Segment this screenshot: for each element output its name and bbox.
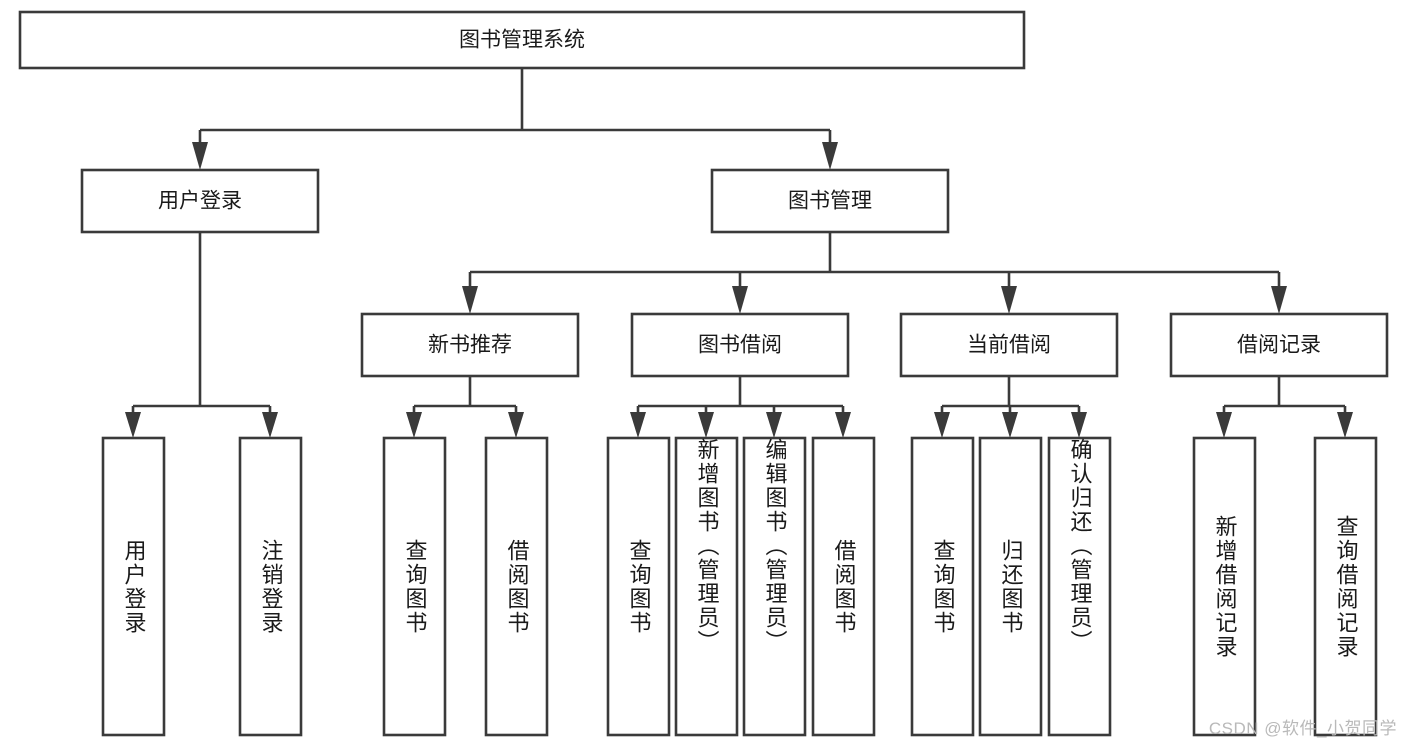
node-box: [1169, 312, 1389, 378]
arrow-head-icon: [125, 412, 141, 438]
arrow-head-icon: [732, 286, 748, 314]
leaf-box[interactable]: [1192, 436, 1257, 737]
leaf-box[interactable]: [606, 436, 671, 737]
leaf-box[interactable]: [742, 436, 807, 737]
node-borrow-record[interactable]: 借阅记录: [1169, 312, 1389, 378]
leaf-box[interactable]: [1047, 436, 1112, 737]
arrow-head-icon: [1071, 412, 1087, 438]
arrow-head-icon: [508, 412, 524, 438]
leaf-box[interactable]: [101, 436, 166, 737]
leaf-box[interactable]: [382, 436, 447, 737]
node-book-borrow[interactable]: 图书借阅: [630, 312, 850, 378]
leaf-box[interactable]: [978, 436, 1043, 737]
connector-borrow-record-to-leaves: [1216, 376, 1353, 438]
watermark: CSDN @软件_小贺同学: [1208, 719, 1397, 738]
node-label: 新书推荐: [428, 334, 512, 357]
arrow-head-icon: [406, 412, 422, 438]
arrow-head-icon: [835, 412, 851, 438]
node-book-management[interactable]: 图书管理: [710, 168, 950, 234]
arrow-head-icon: [698, 412, 714, 438]
arrow-head-icon: [630, 412, 646, 438]
arrow-head-icon: [192, 142, 208, 170]
arrow-head-icon: [262, 412, 278, 438]
arrow-head-icon: [1271, 286, 1287, 314]
node-label: 当前借阅: [967, 334, 1051, 357]
arrow-head-icon: [934, 412, 950, 438]
node-user-login[interactable]: 用户登录: [80, 168, 320, 234]
connector-book-borrow-to-leaves: [630, 376, 851, 438]
arrow-head-icon: [766, 412, 782, 438]
leaf-box[interactable]: [674, 436, 739, 737]
node-root[interactable]: 图书管理系统: [18, 10, 1026, 70]
leaf-box[interactable]: [484, 436, 549, 737]
node-label: 图书管理: [788, 190, 872, 213]
node-box: [710, 168, 950, 234]
connector-user-login-to-leaves: [125, 232, 278, 438]
arrow-head-icon: [822, 142, 838, 170]
connector-new-book-recommend-to-leaves: [406, 376, 524, 438]
arrow-head-icon: [462, 286, 478, 314]
node-label: 图书借阅: [698, 334, 782, 357]
leaf-box[interactable]: [238, 436, 303, 737]
node-label: 图书管理系统: [459, 29, 585, 52]
arrow-head-icon: [1001, 286, 1017, 314]
connector-book-management-to-level3: [462, 232, 1287, 314]
leaf-box[interactable]: [811, 436, 876, 737]
leaf-box[interactable]: [1313, 436, 1378, 737]
node-box: [899, 312, 1119, 378]
node-box: [360, 312, 580, 378]
leaf-box[interactable]: [910, 436, 975, 737]
connector-current-borrow-to-leaves: [934, 376, 1087, 438]
connector-root-to-level2: [192, 68, 838, 170]
arrow-head-icon: [1216, 412, 1232, 438]
node-box: [630, 312, 850, 378]
node-label: 借阅记录: [1237, 334, 1321, 357]
node-current-borrow[interactable]: 当前借阅: [899, 312, 1119, 378]
node-label: 用户登录: [158, 190, 242, 213]
arrow-head-icon: [1337, 412, 1353, 438]
node-new-book-recommend[interactable]: 新书推荐: [360, 312, 580, 378]
node-box: [18, 10, 1026, 70]
arrow-head-icon: [1002, 412, 1018, 438]
